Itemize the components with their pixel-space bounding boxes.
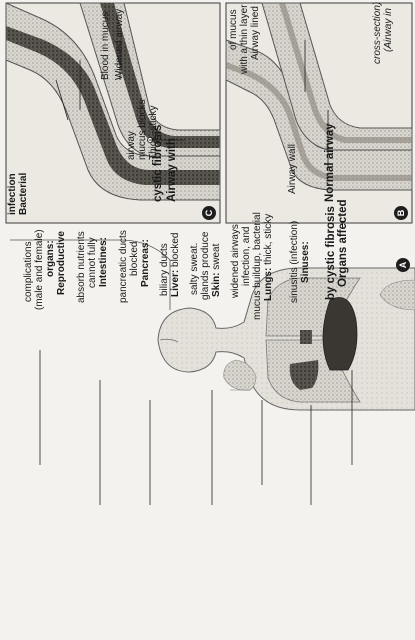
blood-in-mucus-label: Blood in mucus: [100, 12, 111, 80]
panel-b-title: Normal airway: [324, 123, 336, 202]
lungs-desc-2: mucus buildup, bacterial: [252, 212, 263, 320]
reproductive-desc-1: (male and female): [34, 229, 45, 310]
airway-wall-label: Airway wall: [287, 144, 298, 194]
mucus-label-1: Airway lined: [250, 6, 261, 60]
liver-desc-1: blocked: [170, 233, 181, 267]
intestines-label: Intestines:: [98, 237, 109, 287]
lungs-name: Lungs:: [263, 268, 274, 301]
lungs-desc-3: infection, and: [241, 227, 252, 287]
sinuses-label: Sinuses:: [300, 241, 311, 283]
liver-label: Liver: blocked: [170, 233, 181, 297]
widened-airway-label: Widened airway: [114, 9, 125, 80]
skin-desc-1: sweat: [211, 244, 222, 270]
pancreas-desc-2: pancreatic ducts: [118, 230, 129, 303]
cross-section-caption-2: cross-section): [372, 2, 383, 64]
panel-a-title-line2: by cystic fibrosis: [325, 206, 337, 300]
panel-c-letter: C: [202, 206, 216, 220]
lungs-label: Lungs: thick, sticky: [263, 214, 274, 301]
cross-section-caption-1: (Airway in: [383, 8, 394, 52]
intestines-desc-2: absorb nutrients: [76, 231, 87, 303]
bacterial-infection-label-2: infection: [7, 173, 18, 215]
liver-name: Liver:: [170, 270, 181, 297]
bacterial-infection-label-1: Bacterial: [18, 173, 29, 215]
skin-desc-3: salty sweat.: [189, 243, 200, 295]
lungs-desc-4: widened airways: [230, 224, 241, 298]
panel-a-letter: A: [396, 258, 410, 272]
intestines-desc-1: cannot fully: [87, 237, 98, 288]
reproductive-label-1: Reproductive: [56, 231, 67, 295]
cf-mucus-label-3: airway: [126, 131, 137, 160]
panel-a-title-line1: Organs affected: [337, 199, 349, 287]
skin-desc-2: glands produce: [200, 232, 211, 300]
skin-name: Skin:: [211, 273, 222, 297]
liver-desc-2: biliary ducts: [159, 243, 170, 296]
mucus-label-2: with a thin layer: [239, 5, 250, 74]
pancreas-desc-1: blocked: [129, 242, 140, 276]
reproductive-label-2: organs:: [45, 240, 56, 277]
panel-c-title-1: Airway with: [166, 138, 178, 202]
cf-mucus-label-1: Thick, sticky: [148, 106, 159, 160]
skin-label: Skin: sweat: [211, 244, 222, 297]
cf-mucus-label-2: mucus blocks: [137, 99, 148, 160]
sinuses-desc: sinusitis (infection): [289, 221, 300, 303]
panel-b-letter: B: [394, 206, 408, 220]
lungs-desc-1: thick, sticky: [263, 214, 274, 265]
reproductive-desc-2: complications: [23, 241, 34, 302]
pancreas-label: Pancreas:: [140, 239, 151, 287]
mucus-label-3: of mucus: [228, 9, 239, 50]
